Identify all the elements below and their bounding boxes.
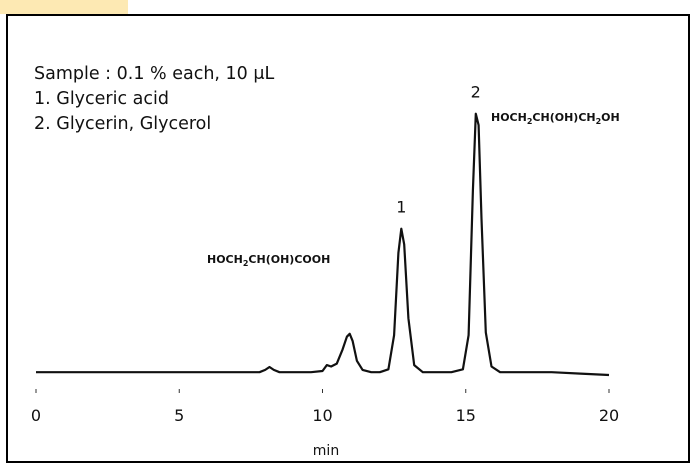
x-tick-label-15: 15	[456, 406, 476, 425]
chart-frame	[6, 14, 690, 463]
peak-label-2: 2	[471, 83, 481, 102]
formula-glycerol-part-4: OH	[601, 111, 620, 124]
legend-item-glyceric-acid: 1. Glyceric acid	[34, 89, 169, 109]
chromatogram-trace-0	[36, 112, 610, 377]
formula-glycerol: HOCH2CH(OH)CH2OH	[491, 111, 620, 126]
sample-legend: Sample : 0.1 % each, 10 μL 1. Glyceric a…	[34, 62, 274, 137]
legend-item-glycerol: 2. Glycerin, Glycerol	[34, 114, 212, 134]
formula-glycerol-part-3: 2	[596, 117, 602, 126]
peak-label-1: 1	[396, 198, 406, 217]
formula-glyceric-acid: HOCH2CH(OH)COOH	[207, 253, 330, 268]
x-tick-label-20: 20	[599, 406, 619, 425]
formula-glyceric-acid-part-1: 2	[243, 259, 249, 268]
formula-glyceric-acid-part-0: HOCH	[207, 253, 243, 266]
x-tick-label-5: 5	[174, 406, 184, 425]
formula-glycerol-part-2: CH(OH)CH	[532, 111, 595, 124]
formula-glyceric-acid-part-2: CH(OH)COOH	[248, 253, 330, 266]
formula-glycerol-part-0: HOCH	[491, 111, 527, 124]
formula-glycerol-part-1: 2	[527, 117, 533, 126]
sample-conditions: Sample : 0.1 % each, 10 μL	[34, 64, 275, 84]
corner-tab	[0, 0, 128, 14]
x-axis-title: min	[313, 443, 339, 459]
x-tick-label-0: 0	[31, 406, 41, 425]
x-tick-label-10: 10	[312, 406, 332, 425]
